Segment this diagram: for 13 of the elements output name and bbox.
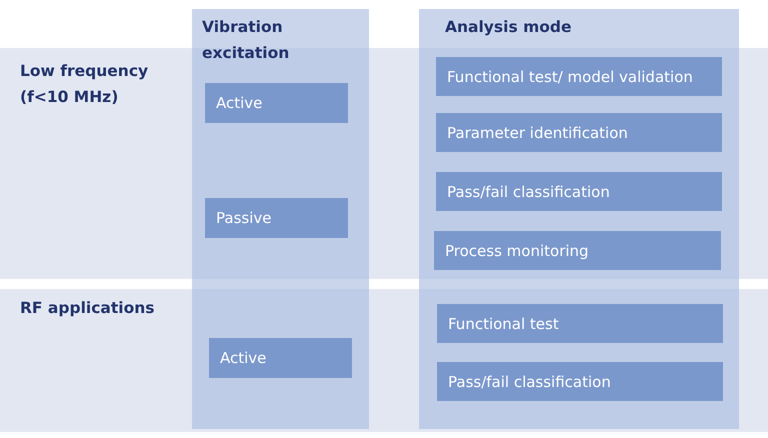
analysis-box: Functional test/ model validation (436, 57, 722, 96)
analysis-box: Pass/fail classification (437, 362, 723, 401)
analysis-box: Process monitoring (434, 231, 721, 270)
analysis-box: Functional test (437, 304, 723, 343)
row-heading: Low frequency (f<10 MHz) (20, 61, 150, 108)
excitation-box: Passive (205, 198, 348, 238)
excitation-box: Active (205, 83, 348, 123)
analysis-box: Parameter identification (436, 113, 722, 152)
column-heading: Analysis mode (445, 17, 572, 38)
analysis-box: Pass/fail classification (436, 172, 722, 211)
column-heading: Vibration excitation (202, 17, 290, 64)
row-heading: RF applications (20, 298, 156, 319)
excitation-box: Active (209, 338, 352, 378)
